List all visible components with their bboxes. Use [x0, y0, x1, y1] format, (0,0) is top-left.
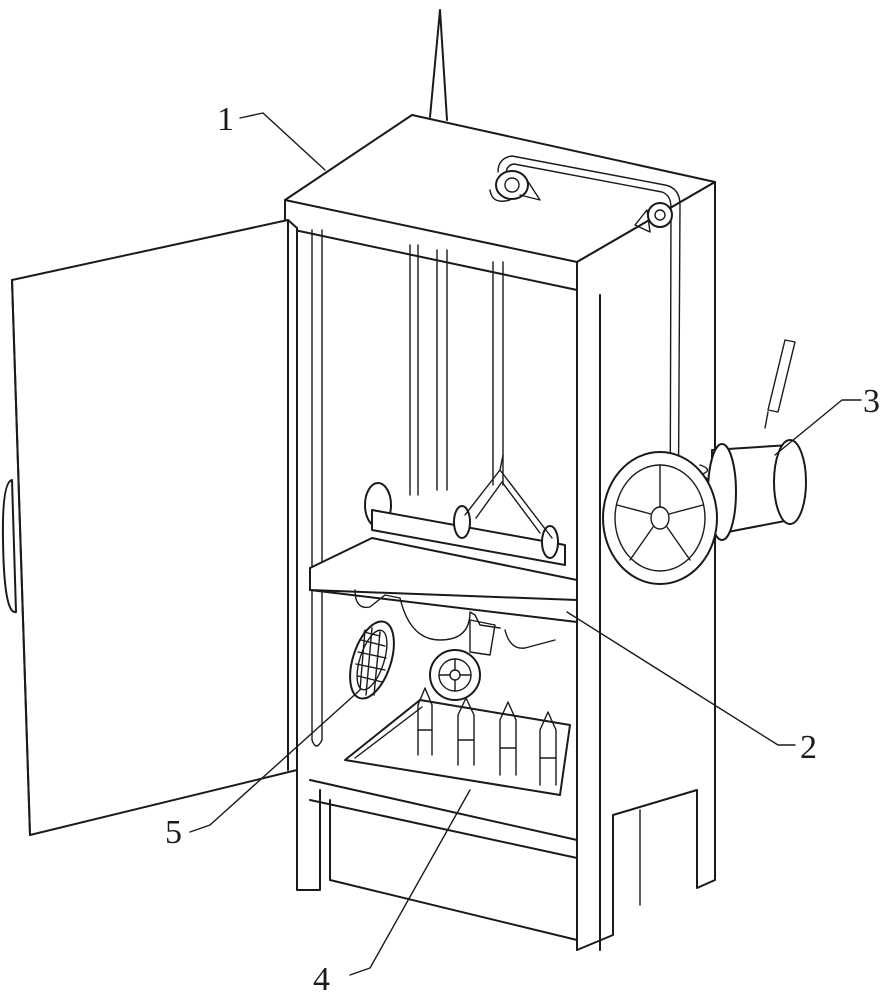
callout-label-1: 1 [217, 101, 234, 138]
cabinet-door [1, 219, 298, 836]
callout-label-3: 3 [863, 383, 880, 420]
lower-handwheel [429, 649, 481, 701]
callout-labels: 1 2 3 4 5 [165, 101, 880, 998]
callout-label-4: 4 [313, 961, 330, 998]
needle-tray [344, 687, 571, 796]
callout-label-5: 5 [165, 814, 182, 851]
lifting-platform [309, 454, 578, 656]
callout-label-2: 2 [800, 729, 817, 766]
top-pulley-system [489, 155, 681, 566]
filter-mesh [349, 620, 395, 700]
winch-reel [602, 339, 807, 585]
callout-leaders [189, 112, 862, 976]
